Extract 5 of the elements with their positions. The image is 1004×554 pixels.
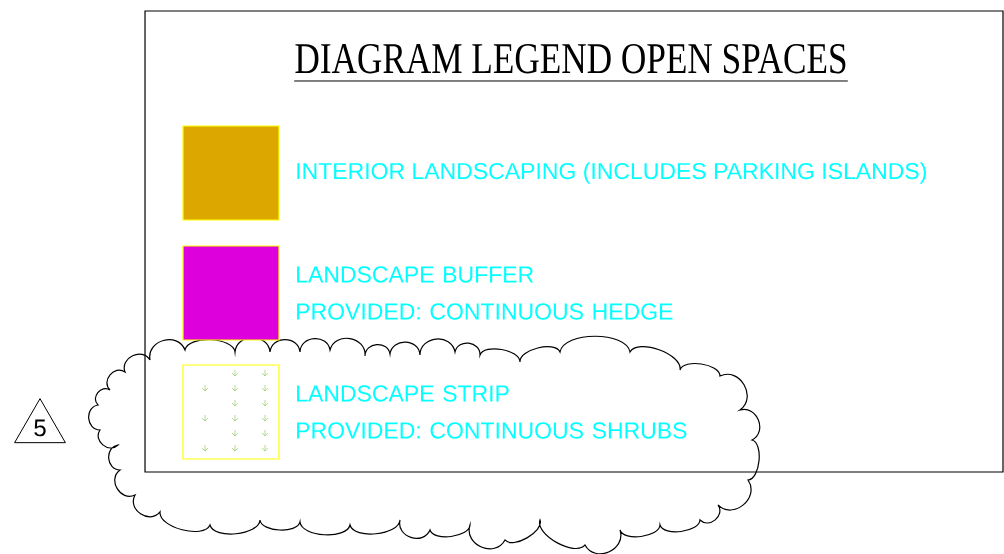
legend-label: LANDSCAPE BUFFER PROVIDED: CONTINUOUS HEDGE xyxy=(297,266,673,320)
legend-label: LANDSCAPE STRIP PROVIDED: CONTINUOUS SHRUBS xyxy=(297,385,687,439)
legend-label: INTERIOR LANDSCAPING (INCLUDES PARKING ISLANDS) xyxy=(297,162,926,184)
revision-triangle: 5 xyxy=(14,398,66,444)
title: DIAGRAM LEGEND OPEN SPACES xyxy=(295,43,846,74)
